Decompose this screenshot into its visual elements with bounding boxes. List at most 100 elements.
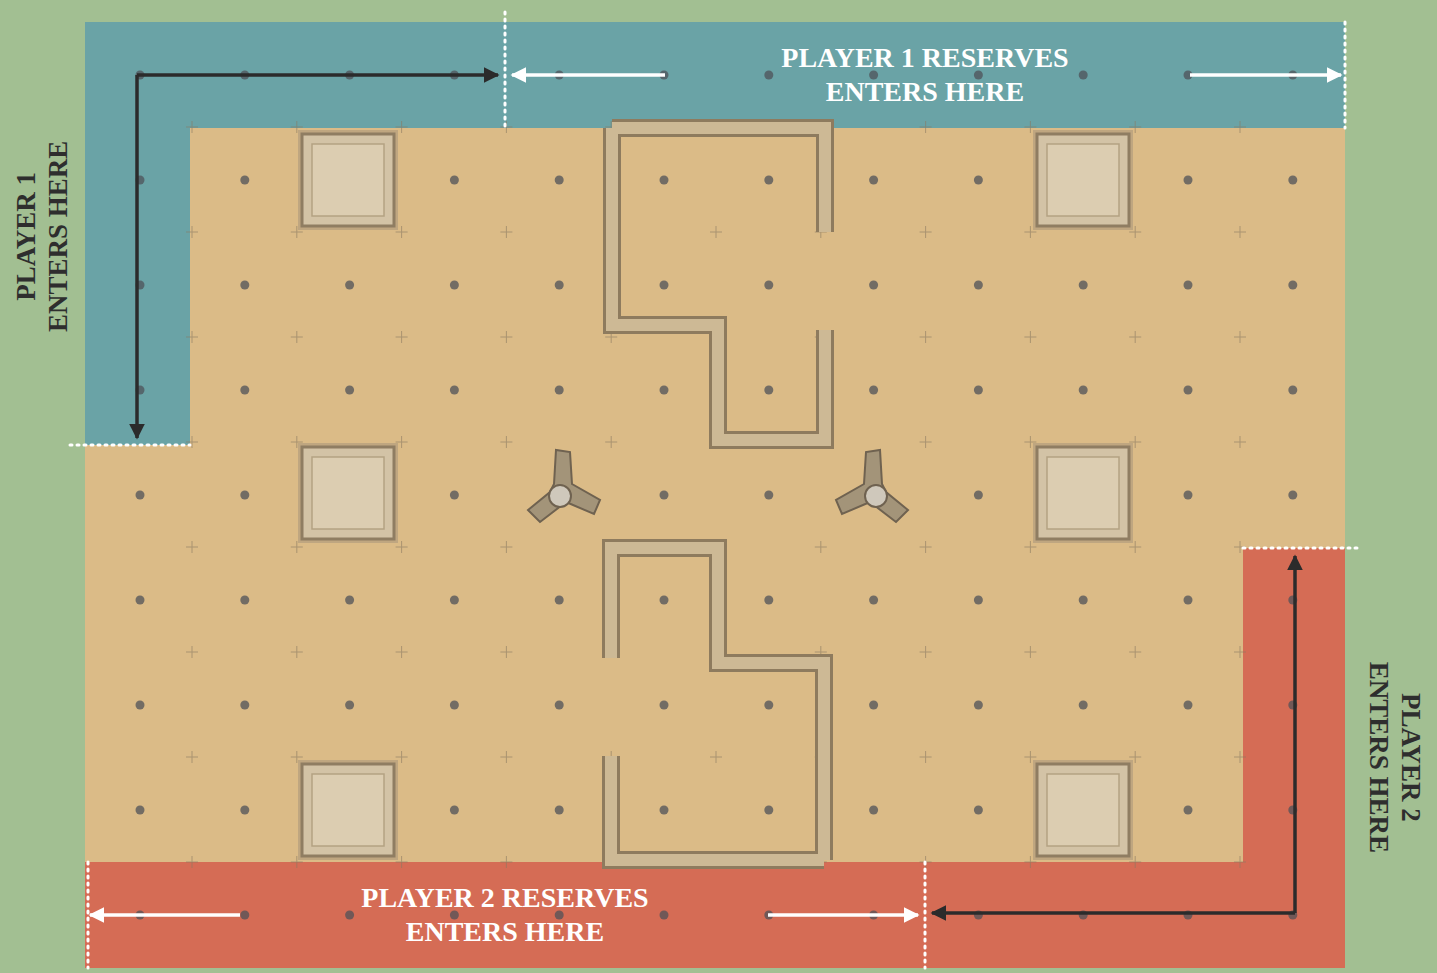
sand-haze xyxy=(85,22,1345,968)
grid-dot xyxy=(660,176,669,185)
grid-cross xyxy=(815,541,827,553)
grid-dot xyxy=(555,386,564,395)
grid-dot xyxy=(240,386,249,395)
grid-dot xyxy=(240,911,249,920)
entry-label: PLAYER 2 ENTERS HERE xyxy=(1362,656,1427,859)
grid-cross xyxy=(500,646,512,658)
grid-dot xyxy=(450,596,459,605)
grid-dots xyxy=(136,71,1298,920)
grid-cross xyxy=(186,541,198,553)
grid-cross xyxy=(710,226,722,238)
grid-cross xyxy=(710,751,722,763)
grid-cross xyxy=(920,436,932,448)
grid-cross xyxy=(500,541,512,553)
grid-cross xyxy=(186,856,198,868)
grid-cross xyxy=(186,751,198,763)
grid-dot xyxy=(764,701,773,710)
grid-dot xyxy=(660,596,669,605)
grid-dot xyxy=(1184,281,1193,290)
building xyxy=(298,760,398,860)
entry-label: PLAYER 1 ENTERS HERE xyxy=(10,135,75,338)
grid-dot xyxy=(450,386,459,395)
grid-cross xyxy=(500,121,512,133)
grid-cross xyxy=(1234,436,1246,448)
grid-dot xyxy=(764,491,773,500)
grid-dot xyxy=(1184,176,1193,185)
zone-label: PLAYER 1 RESERVES ENTERS HERE xyxy=(748,41,1103,108)
reserves-zone: PLAYER 2 RESERVES ENTERS HERE xyxy=(85,862,1243,968)
grid-dot xyxy=(764,386,773,395)
grid-dot xyxy=(450,701,459,710)
grid-dot xyxy=(974,701,983,710)
grid-dot xyxy=(555,281,564,290)
grid-dot xyxy=(345,386,354,395)
grid-cross xyxy=(1024,646,1036,658)
grid-dot xyxy=(450,281,459,290)
grid-dot xyxy=(660,281,669,290)
grid-dot xyxy=(555,596,564,605)
zone-label: PLAYER 2 RESERVES ENTERS HERE xyxy=(328,881,683,948)
grid-dot xyxy=(1079,596,1088,605)
grid-dot xyxy=(345,281,354,290)
grid-cross xyxy=(291,646,303,658)
grid-cross xyxy=(500,751,512,763)
grid-cross xyxy=(1234,751,1246,763)
grid-cross xyxy=(186,121,198,133)
grid-dot xyxy=(869,701,878,710)
zone-boundaries xyxy=(70,12,1358,968)
trench xyxy=(612,128,825,440)
grid-cross xyxy=(500,331,512,343)
grid-dot xyxy=(869,176,878,185)
grid-cross xyxy=(396,646,408,658)
grid-cross xyxy=(500,856,512,868)
grid-dot xyxy=(1184,386,1193,395)
grid-dot xyxy=(1079,701,1088,710)
grid-dot xyxy=(660,386,669,395)
grid-cross xyxy=(186,226,198,238)
grid-cross xyxy=(291,331,303,343)
building xyxy=(298,443,398,543)
grid-dot xyxy=(974,386,983,395)
grid-cross xyxy=(920,121,932,133)
grid-cross xyxy=(920,331,932,343)
tank-traps xyxy=(528,450,908,522)
tank-trap xyxy=(836,450,908,522)
grid-dot xyxy=(660,806,669,815)
deployment-zones xyxy=(85,22,1345,968)
grid-cross xyxy=(1129,646,1141,658)
grid-dot xyxy=(136,491,145,500)
grid-dot xyxy=(869,281,878,290)
grid-cross xyxy=(186,331,198,343)
grid-dot xyxy=(764,596,773,605)
grid-dot xyxy=(869,806,878,815)
grid-dot xyxy=(1288,281,1297,290)
building xyxy=(1033,443,1133,543)
grid-cross xyxy=(605,436,617,448)
grid-dot xyxy=(869,386,878,395)
grid-dot xyxy=(1079,281,1088,290)
grid-dot xyxy=(1184,806,1193,815)
grid-dot xyxy=(974,491,983,500)
grid-dot xyxy=(450,491,459,500)
building xyxy=(1033,760,1133,860)
grid-cross xyxy=(920,541,932,553)
grid-dot xyxy=(869,596,878,605)
grid-cross xyxy=(1024,331,1036,343)
player1-zone xyxy=(85,22,1345,445)
grid-dot xyxy=(240,701,249,710)
building xyxy=(298,130,398,230)
grid-dot xyxy=(1184,491,1193,500)
grid-dot xyxy=(240,491,249,500)
grid-dot xyxy=(1184,596,1193,605)
grid-dot xyxy=(1079,386,1088,395)
grid-dot xyxy=(660,491,669,500)
grid-dot xyxy=(345,596,354,605)
buildings xyxy=(298,130,1133,860)
grid-cross xyxy=(396,331,408,343)
tank-trap xyxy=(528,450,600,522)
grid-cross xyxy=(1234,226,1246,238)
grid-dot xyxy=(240,281,249,290)
grid-dot xyxy=(974,806,983,815)
grid-dot xyxy=(240,806,249,815)
